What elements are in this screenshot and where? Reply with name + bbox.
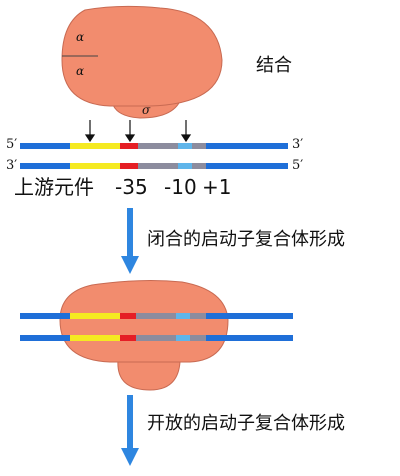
dna-strand-top — [20, 143, 288, 149]
region-markers — [84, 120, 192, 143]
dna-top-left-end: 5′ — [6, 137, 18, 152]
dna-bottom-right-end: 5′ — [292, 158, 304, 173]
minus35-label: -35 — [115, 175, 148, 199]
plus1-label: +1 — [202, 175, 232, 199]
binding-step-label: 结合 — [256, 55, 292, 76]
minus10-label: -10 — [164, 175, 197, 199]
upstream-element-label: 上游元件 — [14, 175, 94, 199]
core-enzyme — [61, 5, 223, 107]
alpha-subunit-label-1: α — [76, 30, 85, 44]
closed-complex-polymerase — [117, 359, 181, 391]
dna-strand-bottom — [20, 163, 288, 169]
dna-bottom-left-end: 3′ — [6, 158, 18, 173]
alpha-subunit-label-2: α — [76, 64, 85, 78]
sigma-subunit-label: σ — [142, 103, 151, 117]
rna-polymerase-holoenzyme — [61, 5, 223, 119]
dna-top-right-end: 3′ — [292, 137, 304, 152]
open-complex-step-label: 开放的启动子复合体形成 — [147, 413, 345, 434]
dna-duplex-1 — [20, 143, 288, 169]
step-arrow-2 — [121, 395, 139, 466]
dna-duplex-2 — [20, 313, 293, 341]
closed-complex — [20, 280, 293, 391]
closed-complex-step-label: 闭合的启动子复合体形成 — [147, 229, 345, 250]
step-arrow-1 — [121, 208, 139, 274]
